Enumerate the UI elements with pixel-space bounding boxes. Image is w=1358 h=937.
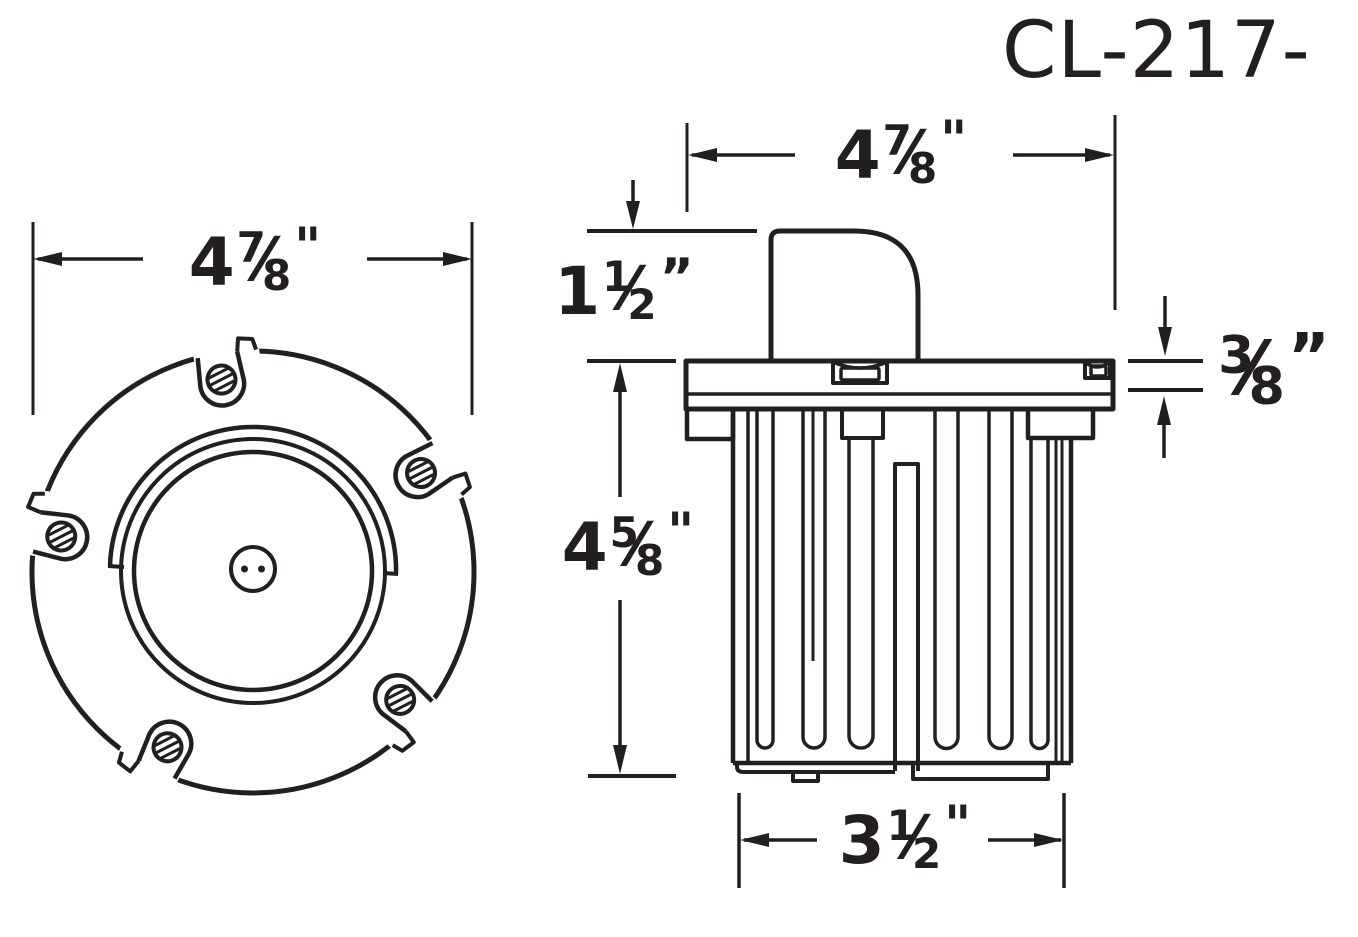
dim-whole: 4 [834,117,881,194]
dim-numerator: 1 [886,801,916,850]
dimension-label-side-width: 4 7 ⁄ 8 " [834,114,968,194]
arrow-down-icon [1158,327,1172,356]
dim-numerator: 5 [609,508,639,557]
dim-denominator: 2 [911,829,942,878]
arrow-up-icon [1157,396,1171,425]
arrow-down-icon [626,201,640,229]
arrow-left-icon [33,252,62,266]
dim-whole: 4 [561,509,608,586]
dimension-label-front-width: 4 7 ⁄ 8 " [188,221,322,301]
side-flange-slot-right [1083,360,1112,380]
dim-numerator: 7 [882,116,912,165]
inch-mark: ” [1287,321,1330,395]
dim-body-height [588,363,676,778]
side-view [587,115,1203,888]
dim-denominator: 2 [627,280,657,329]
arrow-right-icon [1085,148,1114,162]
dim-numerator: 1 [602,252,632,301]
fraction-slash: ⁄ [904,118,915,188]
side-flange-slot-left [831,360,889,385]
dimension-label-flange-thickness: 3 ⁄ 8 ” [1216,326,1330,413]
drawing-title: CL-217- [1002,6,1311,96]
fraction-slash: ⁄ [624,254,635,324]
side-base [735,763,1050,783]
dim-denominator: 8 [261,251,292,300]
arrow-right-icon [443,252,472,266]
side-left-tab [684,409,736,442]
fraction-slash: ⁄ [908,803,919,873]
dim-hood-height [587,180,757,363]
dim-numerator: 7 [236,223,266,272]
side-right-tab [1025,409,1096,441]
screw-tab-icon [353,665,447,759]
arrow-left-icon [740,833,769,847]
arrow-up-icon [613,363,627,392]
inch-mark: " [944,795,972,855]
dim-side-width [685,115,1117,310]
screw-tab-icon [191,332,267,409]
dimension-label-body-height: 4 5 ⁄ 8 " [561,506,695,586]
dim-denominator: 8 [1248,357,1285,417]
fraction-slash: ⁄ [1245,326,1258,412]
arrow-right-icon [1034,833,1063,847]
side-fins [746,409,1064,771]
dim-denominator: 8 [907,144,938,193]
fraction-slash: ⁄ [258,225,269,295]
arrow-down-icon [613,745,627,774]
front-lens-circle [131,449,375,693]
front-view [17,222,478,795]
inch-mark: " [667,502,695,562]
dim-front-width [31,222,474,415]
front-center-hub [229,545,277,593]
side-hood [768,228,921,361]
front-trim-ring [107,424,399,705]
screw-tab-icon [17,488,95,565]
dim-numerator: 3 [1218,326,1255,386]
dim-base-width [737,793,1066,888]
inch-mark: ” [659,248,694,308]
dimension-label-hood-height: 1 1 ⁄ 2 ” [554,252,694,330]
dim-whole: 3 [838,802,885,879]
fraction-slash: ⁄ [631,510,642,580]
dim-flange-thickness [1128,296,1203,458]
side-body-outline [730,409,1074,766]
dimension-label-base-width: 3 1 ⁄ 2 " [838,799,972,879]
side-mid-tab [840,409,885,440]
inch-mark: " [294,217,322,277]
inch-mark: " [940,110,968,170]
screw-hatch-icon [47,366,436,760]
dim-whole: 4 [188,224,235,301]
side-flange [683,358,1116,412]
dim-whole: 1 [554,253,601,330]
dim-denominator: 8 [634,536,665,585]
arrow-left-icon [688,148,717,162]
